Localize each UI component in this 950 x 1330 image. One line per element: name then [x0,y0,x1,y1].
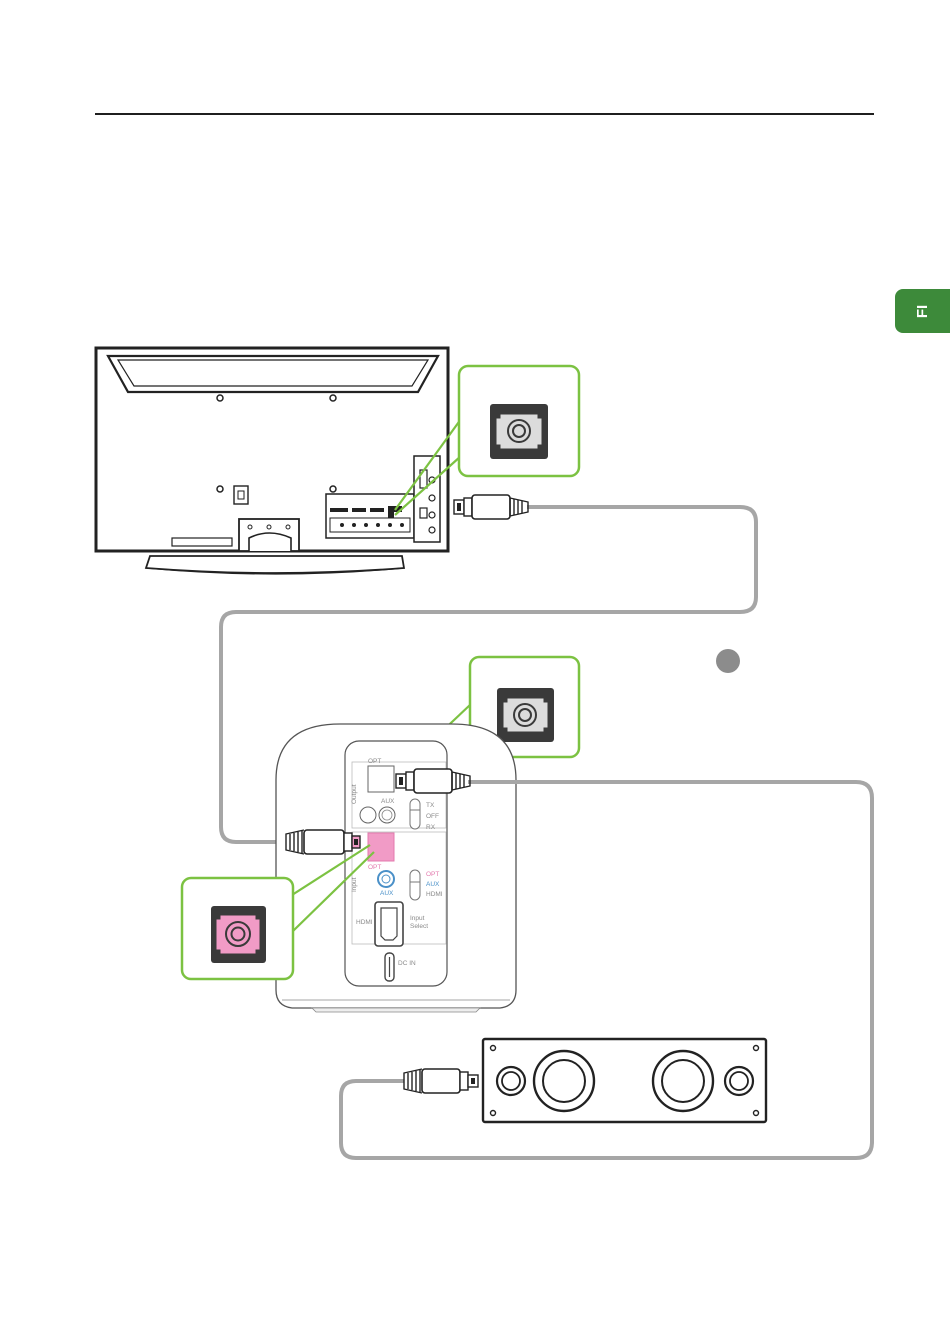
select-hdmi-label: HDMI [426,891,443,898]
switch-tx-label: TX [426,802,435,809]
aux-in-label: AUX [380,890,394,897]
speaker-back-illustration: Output Input OPT AUX TX OFF RX OPT AUX O… [276,724,516,1012]
hdmi-label: HDMI [356,919,373,926]
optical-output-port [368,766,394,792]
aux-input-jack [378,871,394,887]
select-aux-label: AUX [426,881,440,888]
optical-plug-soundbar [404,1069,478,1093]
aux-out-jack-2 [379,807,395,823]
select-opt-label: OPT [426,871,439,878]
switch-off-label: OFF [426,813,439,820]
input-select-label-1: Input [410,915,425,922]
optical-input-port [368,833,394,861]
switch-rx-label: RX [426,824,436,831]
optical-port-icon [497,688,554,742]
tv-optical-port [388,512,394,518]
output-label: Output [351,784,358,804]
mode-switch [410,799,420,829]
aux-out-label: AUX [381,798,395,805]
dc-in-label: DC IN [398,960,416,967]
input-select-label-2: Select [410,923,428,930]
soundbar-illustration [483,1039,766,1122]
tv-back-illustration [96,348,448,574]
optical-plug-tv-end [454,495,528,519]
optical-port-icon [490,404,548,459]
input-select-switch [410,870,420,900]
aux-out-jack-1 [360,807,376,823]
opt-out-label: OPT [368,758,381,765]
input-label: Input [351,877,358,892]
step-marker-dot [716,649,740,673]
opt-in-label: OPT [368,864,381,871]
optical-input-port-icon [211,906,266,963]
